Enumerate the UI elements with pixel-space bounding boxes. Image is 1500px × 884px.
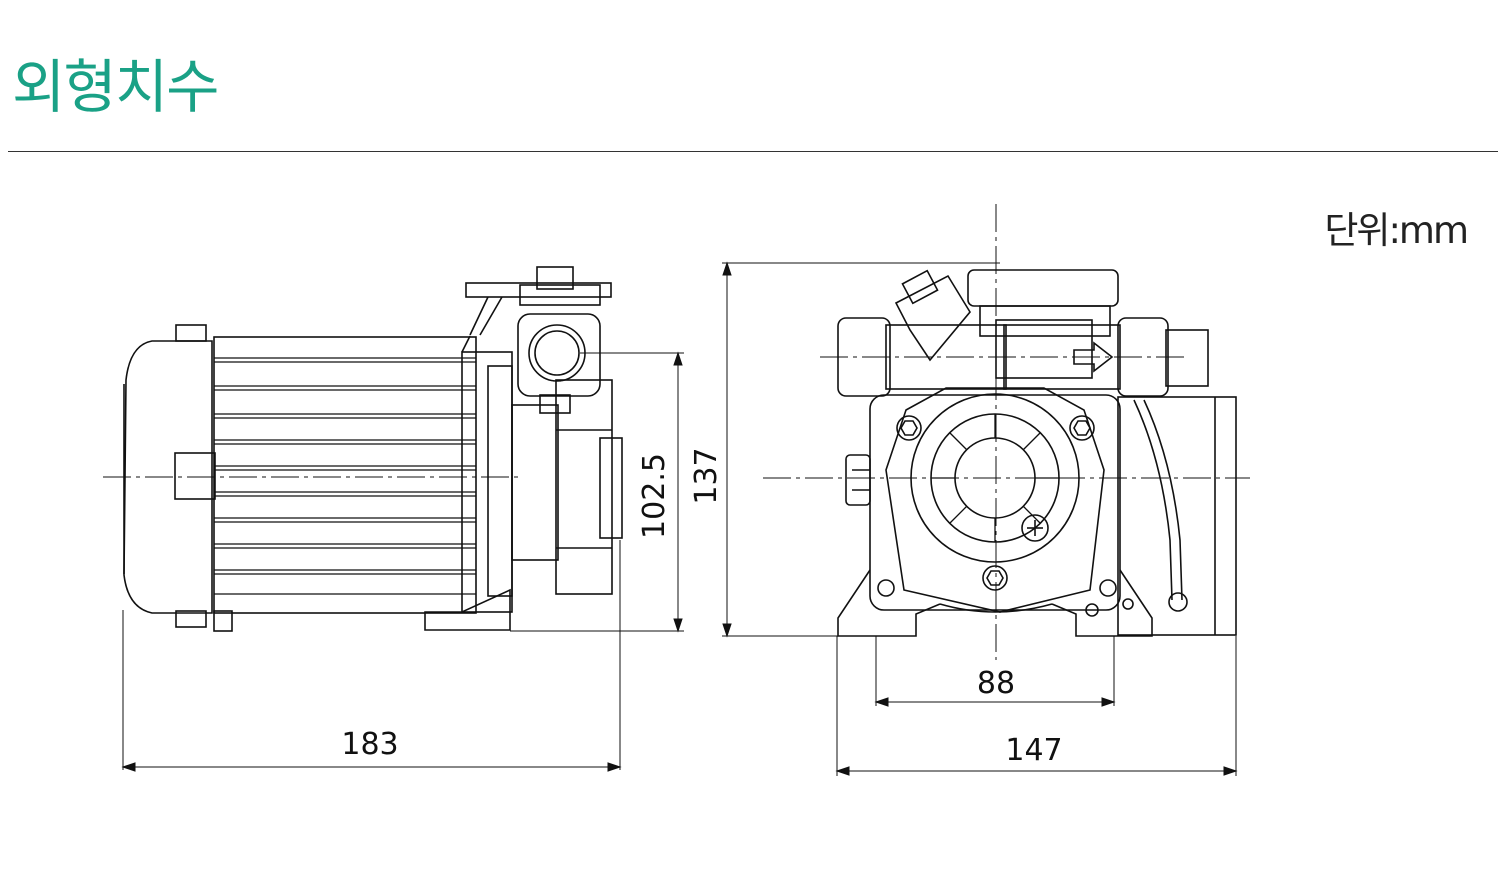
side-view-dimensions — [121, 351, 684, 772]
front-view-dimensions — [722, 261, 1238, 776]
side-view-pump — [103, 266, 623, 632]
bolt-icons — [877, 415, 1117, 597]
dimension-label-88: 88 — [977, 666, 1015, 701]
unit-label: 단위:mm — [1324, 209, 1469, 252]
front-view-pump — [763, 204, 1250, 660]
page-title: 외형치수 — [12, 53, 219, 121]
dimension-label-137: 137 — [689, 447, 724, 504]
title-divider — [8, 151, 1498, 152]
dimension-label-183: 183 — [341, 727, 398, 762]
dimension-label-102-5: 102.5 — [637, 453, 672, 539]
dimension-label-147: 147 — [1005, 733, 1062, 768]
